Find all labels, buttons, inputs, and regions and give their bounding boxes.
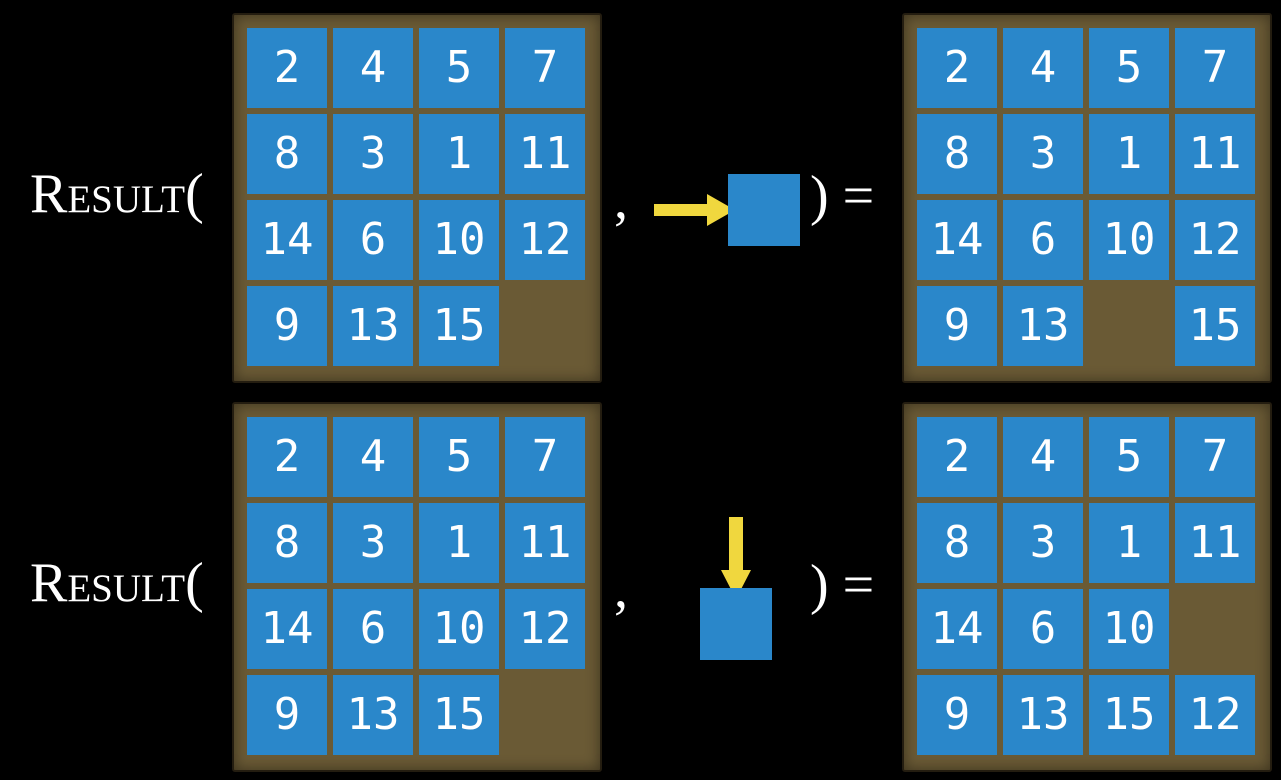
down-arrow-icon — [721, 517, 751, 599]
tile-2: 2 — [917, 28, 997, 108]
tile-5: 5 — [1089, 417, 1169, 497]
result-function-label: Result( — [30, 552, 204, 614]
moved-tile-square — [728, 174, 800, 246]
tile-7: 7 — [1175, 28, 1255, 108]
tile-1: 1 — [1089, 114, 1169, 194]
tile-8: 8 — [917, 503, 997, 583]
tile-2: 2 — [917, 417, 997, 497]
empty-cell — [505, 286, 585, 366]
tile-10: 10 — [419, 200, 499, 280]
tile-8: 8 — [247, 114, 327, 194]
tile-4: 4 — [1003, 28, 1083, 108]
tile-8: 8 — [917, 114, 997, 194]
moved-tile-square — [700, 588, 772, 660]
tile-9: 9 — [247, 675, 327, 755]
tile-12: 12 — [1175, 200, 1255, 280]
comma-separator: , — [614, 558, 628, 620]
tile-1: 1 — [419, 114, 499, 194]
tile-3: 3 — [333, 114, 413, 194]
tile-2: 2 — [247, 417, 327, 497]
comma-separator: , — [614, 169, 628, 231]
tile-3: 3 — [1003, 503, 1083, 583]
tile-11: 11 — [1175, 114, 1255, 194]
tile-13: 13 — [1003, 286, 1083, 366]
tile-10: 10 — [419, 589, 499, 669]
tile-12: 12 — [1175, 675, 1255, 755]
tile-9: 9 — [917, 286, 997, 366]
tile-12: 12 — [505, 200, 585, 280]
right-arrow-icon — [654, 194, 735, 226]
tile-7: 7 — [1175, 417, 1255, 497]
tile-13: 13 — [1003, 675, 1083, 755]
tile-4: 4 — [1003, 417, 1083, 497]
tile-15: 15 — [419, 286, 499, 366]
tile-5: 5 — [419, 28, 499, 108]
tile-11: 11 — [505, 503, 585, 583]
tile-13: 13 — [333, 675, 413, 755]
tile-15: 15 — [419, 675, 499, 755]
tile-7: 7 — [505, 28, 585, 108]
tile-3: 3 — [1003, 114, 1083, 194]
tile-10: 10 — [1089, 200, 1169, 280]
empty-cell — [505, 675, 585, 755]
tile-8: 8 — [247, 503, 327, 583]
tile-9: 9 — [247, 286, 327, 366]
tile-6: 6 — [333, 200, 413, 280]
tile-6: 6 — [333, 589, 413, 669]
tile-5: 5 — [1089, 28, 1169, 108]
result-function-label: Result( — [30, 163, 204, 225]
tile-11: 11 — [1175, 503, 1255, 583]
tile-14: 14 — [917, 589, 997, 669]
tile-13: 13 — [333, 286, 413, 366]
close-paren-equals: ) = — [810, 554, 875, 616]
tile-6: 6 — [1003, 200, 1083, 280]
empty-cell — [1089, 286, 1169, 366]
tile-1: 1 — [419, 503, 499, 583]
tile-3: 3 — [333, 503, 413, 583]
tile-1: 1 — [1089, 503, 1169, 583]
tile-4: 4 — [333, 28, 413, 108]
tile-7: 7 — [505, 417, 585, 497]
tile-14: 14 — [247, 200, 327, 280]
tile-10: 10 — [1089, 589, 1169, 669]
tile-15: 15 — [1089, 675, 1169, 755]
tile-11: 11 — [505, 114, 585, 194]
tile-12: 12 — [505, 589, 585, 669]
tile-4: 4 — [333, 417, 413, 497]
close-paren-equals: ) = — [810, 165, 875, 227]
tile-15: 15 — [1175, 286, 1255, 366]
tile-14: 14 — [247, 589, 327, 669]
tile-6: 6 — [1003, 589, 1083, 669]
tile-5: 5 — [419, 417, 499, 497]
tile-14: 14 — [917, 200, 997, 280]
tile-9: 9 — [917, 675, 997, 755]
empty-cell — [1175, 589, 1255, 669]
tile-2: 2 — [247, 28, 327, 108]
